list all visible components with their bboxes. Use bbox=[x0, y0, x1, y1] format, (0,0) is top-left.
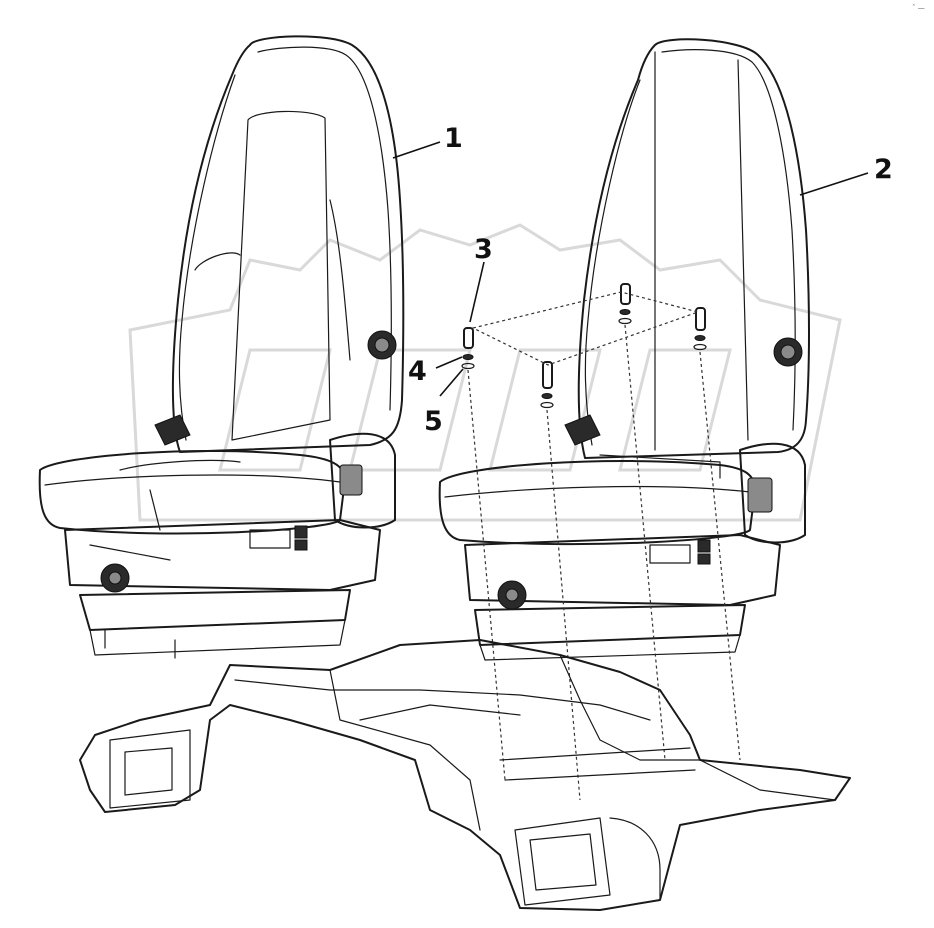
fasteners bbox=[461, 283, 707, 409]
washer-4 bbox=[462, 354, 474, 360]
bolt-3 bbox=[463, 327, 474, 349]
seat-2-cushion bbox=[438, 460, 756, 546]
callout-1: 1 bbox=[444, 123, 463, 154]
callout-2: 2 bbox=[874, 154, 893, 185]
seat-1-base bbox=[64, 519, 381, 591]
alignment-lines bbox=[467, 291, 741, 801]
nut-5 bbox=[461, 362, 475, 370]
callouts: 1 2 3 4 5 ˆ — bbox=[392, 4, 925, 437]
seat-1-backrest bbox=[171, 35, 405, 453]
seat-2 bbox=[438, 38, 810, 661]
callout-4: 4 bbox=[408, 356, 427, 387]
seat-2-backrest bbox=[577, 38, 810, 459]
floor-frame bbox=[79, 639, 851, 911]
callout-3: 3 bbox=[474, 234, 493, 265]
corner-mark: ˆ — bbox=[912, 4, 925, 12]
watermark bbox=[128, 223, 842, 522]
seat-2-suspension bbox=[474, 604, 746, 646]
seat-1 bbox=[38, 35, 405, 659]
seat-1-suspension bbox=[79, 589, 351, 631]
seat-2-base bbox=[464, 534, 781, 606]
seat-2-buckle bbox=[564, 414, 601, 446]
callout-5: 5 bbox=[424, 406, 443, 437]
seat-1-buckle bbox=[154, 414, 191, 446]
